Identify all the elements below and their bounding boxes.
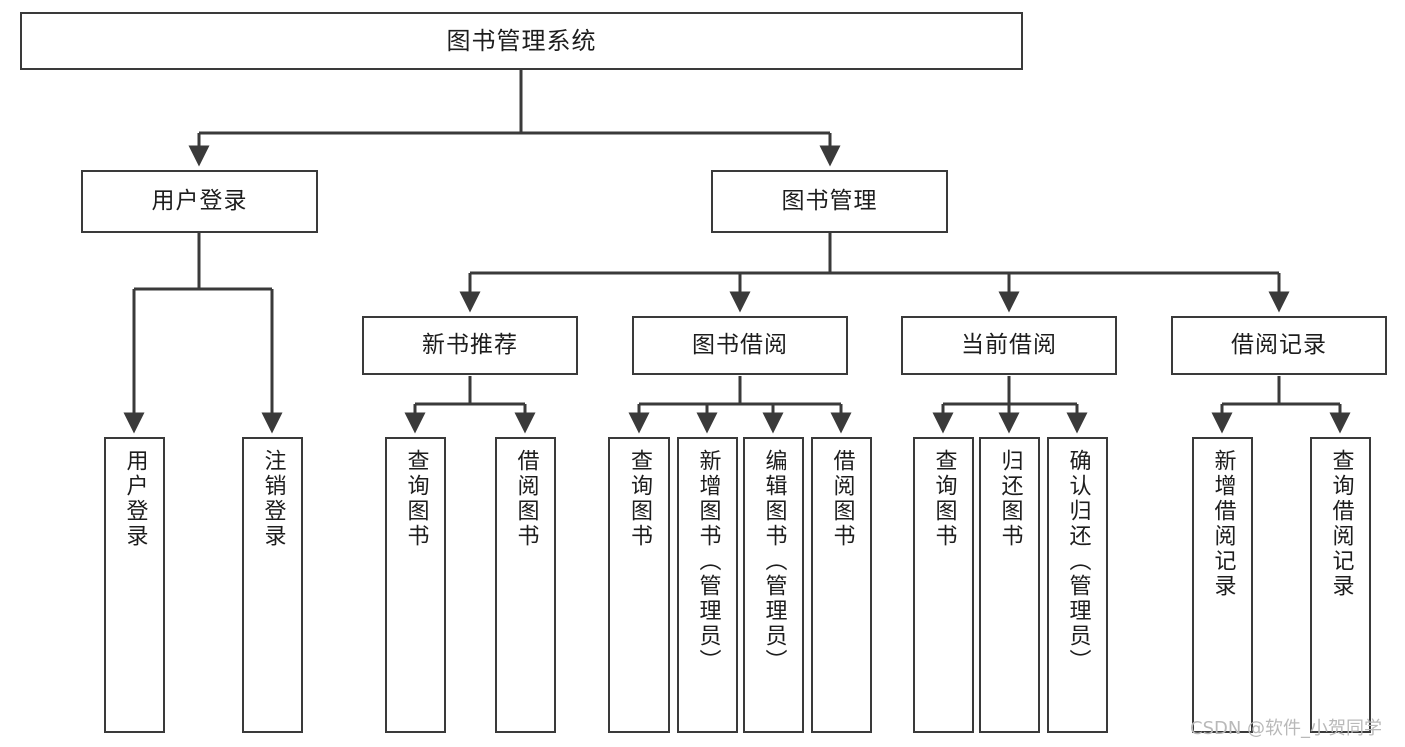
node-book-management[interactable]: 图书管理 [711,170,948,233]
node-label: 图书管理 [781,187,878,214]
node-label: 用户登录 [151,187,248,214]
node-leaf-current-borrow-return[interactable]: 归还图书 [979,437,1040,733]
node-leaf-current-borrow-query[interactable]: 查询图书 [913,437,974,733]
node-leaf-user-login-login[interactable]: 用户登录 [104,437,165,733]
node-leaf-book-borrow-add[interactable]: 新增图书（管理员） [677,437,738,733]
node-label: 查询借阅记录 [1328,449,1354,599]
node-label: 查询图书 [627,449,652,549]
node-leaf-user-login-logout[interactable]: 注销登录 [242,437,303,733]
node-label: 确认归还（管理员） [1065,449,1091,674]
node-leaf-book-borrow-edit[interactable]: 编辑图书（管理员） [743,437,804,733]
csdn-watermark: CSDN @软件_小贺同学 [1190,718,1383,739]
node-leaf-borrow-record-add[interactable]: 新增借阅记录 [1192,437,1253,733]
node-label: 借阅图书 [829,449,855,549]
node-label: 借阅图书 [513,449,539,549]
node-label: 新增借阅记录 [1210,449,1236,599]
node-label: 归还图书 [997,449,1023,549]
node-new-book-recommend[interactable]: 新书推荐 [362,316,578,375]
node-label: 图书借阅 [692,331,788,358]
node-leaf-borrow-record-query[interactable]: 查询借阅记录 [1310,437,1371,733]
node-label: 查询图书 [403,449,429,549]
node-leaf-book-borrow-query[interactable]: 查询图书 [608,437,670,733]
node-borrow-record[interactable]: 借阅记录 [1171,316,1387,375]
node-label: 借阅记录 [1231,331,1327,358]
node-label: 新增图书（管理员） [695,449,721,674]
node-label: 注销登录 [260,449,286,549]
node-label: 查询图书 [931,449,957,549]
node-user-login[interactable]: 用户登录 [81,170,318,233]
node-leaf-new-book-query[interactable]: 查询图书 [385,437,446,733]
node-leaf-book-borrow-borrow[interactable]: 借阅图书 [811,437,872,733]
node-book-borrow[interactable]: 图书借阅 [632,316,848,375]
node-root-system[interactable]: 图书管理系统 [20,12,1023,70]
node-current-borrow[interactable]: 当前借阅 [901,316,1117,375]
node-label: 新书推荐 [422,331,518,358]
node-label: 编辑图书（管理员） [761,449,787,674]
node-label: 用户登录 [122,449,148,549]
node-label: 图书管理系统 [446,26,597,55]
node-leaf-new-book-borrow[interactable]: 借阅图书 [495,437,556,733]
node-label: 当前借阅 [961,331,1057,358]
node-leaf-current-borrow-confirm[interactable]: 确认归还（管理员） [1047,437,1108,733]
